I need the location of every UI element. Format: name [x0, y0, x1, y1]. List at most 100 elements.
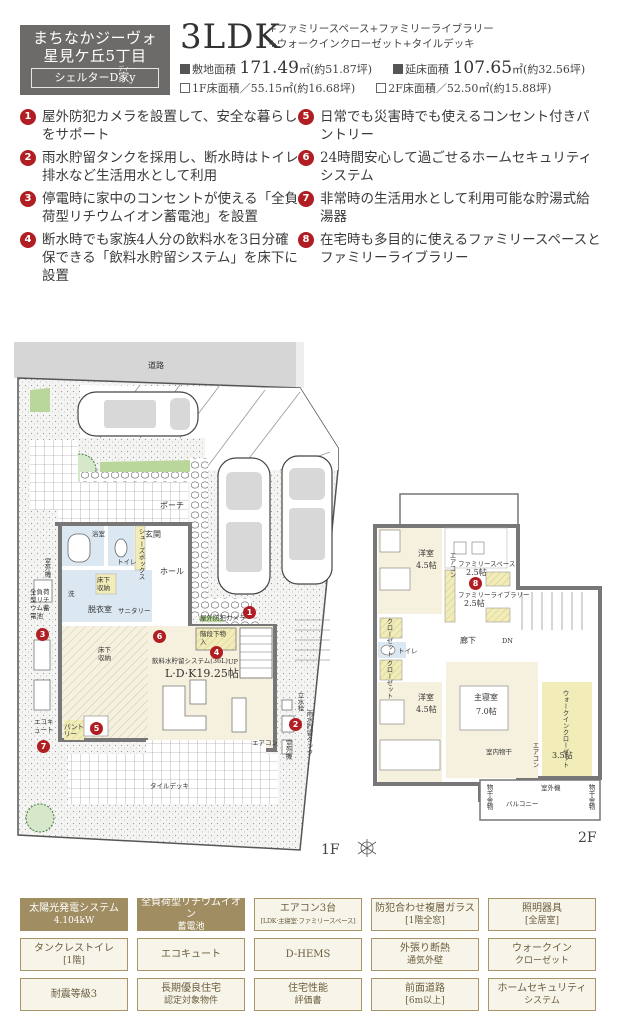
- filled-square-icon: [180, 64, 190, 74]
- number-badge-icon: 5: [298, 109, 314, 125]
- project-name-line2: 星見ケ丘5丁目: [43, 47, 147, 65]
- water-system-label: 飲料水貯留システム(36L): [152, 657, 228, 665]
- floor1-tsubo: (約16.68坪): [293, 82, 356, 95]
- floor-plan: 道路 ポーチ 玄関 ホール 浴室 トイレ シューズボックス 洗 床下収納 脱衣室…: [0, 330, 620, 870]
- closet1-label: クローゼット: [385, 618, 393, 657]
- wash-label: 洗: [68, 590, 75, 598]
- outdoor-unit-2f-label: 室外機: [541, 784, 561, 792]
- number-badge-icon: 8: [298, 232, 314, 248]
- floor-2f-tag: 2F: [578, 830, 597, 846]
- battery-label: 全負荷型リチウム蓄電池: [30, 588, 50, 620]
- spec-front-road: 前面道路[6m以上]: [371, 978, 479, 1011]
- marker-8-family-space: 8: [469, 577, 482, 590]
- family-space-size: 2.5帖: [466, 568, 487, 577]
- faucet-label: 立水栓: [296, 692, 304, 712]
- ecocute-label: エコキュート: [34, 718, 54, 734]
- dressing-label: 脱衣室: [88, 605, 112, 614]
- western-room1-size: 4.5帖: [416, 561, 437, 570]
- western-room1-label: 洋室: [418, 549, 434, 558]
- hall-label: ホール: [160, 567, 184, 576]
- plan-extras: +ファミリースペース+ファミリーライブラリー +ウォークインクローゼット+タイル…: [268, 22, 494, 52]
- empty-square-icon: [180, 83, 190, 93]
- road-label: 道路: [148, 361, 164, 370]
- number-badge-icon: 1: [20, 109, 36, 125]
- filled-square-icon: [393, 64, 404, 74]
- spec-insulation: 外張り断熱通気外壁: [371, 938, 479, 971]
- master-bedroom-size: 7.0帖: [476, 707, 497, 716]
- tile-deck-label: タイルデッキ: [150, 782, 189, 790]
- pantry-label: パントリー: [64, 723, 84, 738]
- spec-aircon: エアコン3台[LDK·主寝室·ファミリースペース]: [254, 898, 362, 931]
- sanitary-label: サニタリー: [118, 607, 151, 615]
- number-badge-icon: 6: [298, 150, 314, 166]
- spec-tankless-toilet: タンクレストイレ[1階]: [20, 938, 128, 971]
- porch-label: ポーチ: [160, 501, 184, 510]
- outdoor-unit2-label: 室外機: [284, 740, 292, 760]
- spec-home-security: ホームセキュリティシステム: [488, 978, 596, 1011]
- outdoor-unit-label: 室外機: [43, 558, 51, 578]
- toilet-label: トイレ: [117, 558, 137, 566]
- stairs-down-label: DN: [502, 637, 513, 645]
- toilet-2f-label: トイレ: [398, 647, 418, 655]
- rain-tank-label: 雨水貯留タンク: [305, 710, 313, 756]
- spec-seismic: 耐震等級3: [20, 978, 128, 1011]
- project-title-box: まちなかジーヴォ 星見ケ丘5丁目 ディー シェルターD家y: [20, 25, 170, 95]
- marker-1-camera: 1: [243, 606, 256, 619]
- floor2-value: ／52.50㎡: [435, 82, 490, 95]
- area-row-main: 敷地面積 171.49㎡(約51.87坪) 延床面積 107.65㎡(約32.5…: [180, 58, 585, 78]
- bath-label: 浴室: [92, 530, 105, 538]
- floor1-value: ／55.15㎡: [239, 82, 294, 95]
- total-floor-value: 107.65: [452, 58, 513, 78]
- spec-security-glass: 防犯合わせ複層ガラス[1階全窓]: [371, 898, 479, 931]
- floor1-label: 1F床面積: [192, 82, 240, 95]
- model-ruby: ディー: [118, 66, 136, 73]
- site-area-label: 敷地面積: [192, 63, 236, 76]
- project-name-line1: まちなかジーヴォ: [32, 29, 157, 47]
- spec-walk-in-closet: ウォークインクローゼット: [488, 938, 596, 971]
- family-space-label: ファミリースペース: [458, 560, 516, 568]
- marker-7-ecocute: 7: [37, 740, 50, 753]
- spec-dhems: D-HEMS: [254, 938, 362, 971]
- empty-square-icon: [376, 83, 387, 93]
- dryer-left-label: 物干金物: [485, 784, 493, 810]
- aircon-small-label: エアコン: [448, 552, 456, 578]
- total-floor-label: 延床面積: [405, 63, 450, 76]
- marker-5-pantry: 5: [90, 722, 103, 735]
- floor2-label: 2F床面積: [388, 82, 436, 95]
- number-badge-icon: 2: [20, 150, 36, 166]
- spec-performance-report: 住宅性能評価書: [254, 978, 362, 1011]
- plan-extras-line1: +ファミリースペース+ファミリーライブラリー: [268, 23, 494, 35]
- camera-label: 屋外防犯カメラ: [200, 614, 246, 622]
- hallway-label: 廊下: [460, 636, 476, 645]
- number-badge-icon: 7: [298, 191, 314, 207]
- closet2-label: クローゼット: [385, 660, 393, 699]
- stair-storage-label: 階段下物入: [200, 630, 226, 646]
- number-badge-icon: 3: [20, 191, 36, 207]
- site-area-tsubo: (約51.87坪): [309, 63, 373, 76]
- marker-2-rain-tank: 2: [289, 718, 302, 731]
- wic-size: 3.5帖: [552, 751, 573, 760]
- underfloor-storage2-label: 床下収納: [98, 646, 111, 662]
- plan-type: 3LDK: [180, 17, 281, 57]
- ldk-label: L·D·K19.25帖: [165, 667, 239, 680]
- floor-1f-tag: 1F: [321, 842, 340, 858]
- compass-icon: [357, 839, 377, 857]
- up-label: UP: [228, 658, 238, 666]
- floor2-tsubo: (約15.88坪): [489, 82, 552, 95]
- aircon-2f-label: エアコン: [531, 742, 539, 768]
- total-floor-tsubo: (約32.56坪): [523, 63, 586, 76]
- spec-ecocute: エコキュート: [137, 938, 245, 971]
- master-bedroom-label: 主寝室: [474, 693, 498, 702]
- family-library-size: 2.5帖: [464, 599, 485, 608]
- western-room2-size: 4.5帖: [416, 705, 437, 714]
- shoebox-label: シューズボックス: [137, 528, 145, 580]
